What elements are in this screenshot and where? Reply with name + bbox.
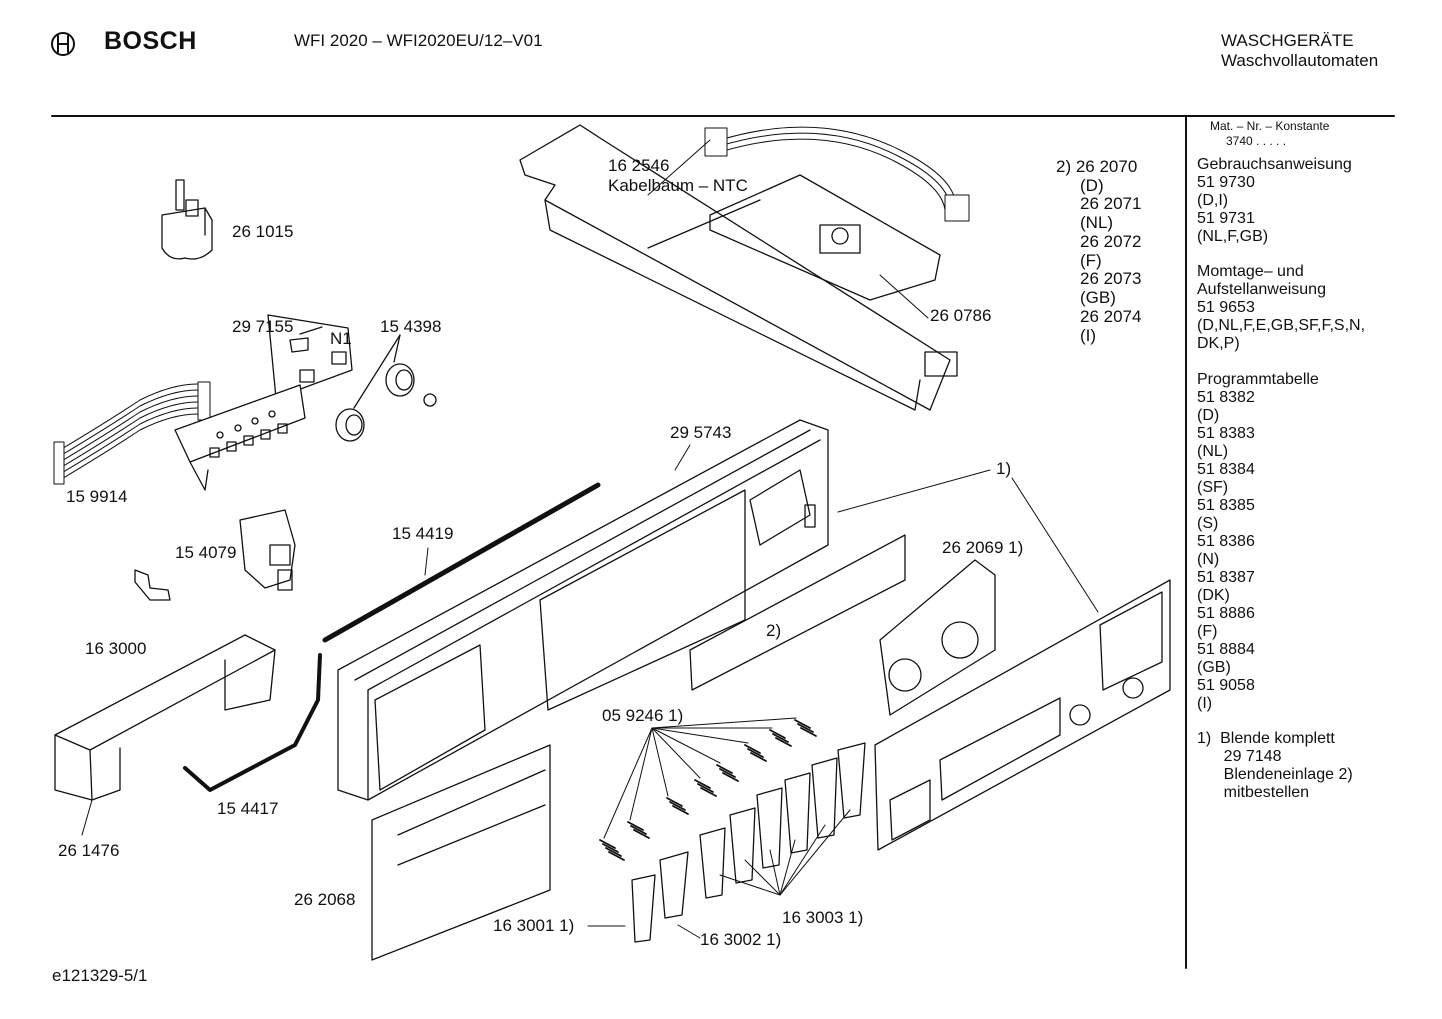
- part-154417-icon: [183, 653, 322, 792]
- footer-code: e121329-5/1: [52, 966, 148, 985]
- sidebar-line: (I): [1197, 695, 1213, 712]
- model-title: WFI 2020 – WFI2020EU/12–V01: [294, 31, 543, 50]
- part-262068-icon: [371, 744, 551, 961]
- bosch-logo-icon: [51, 32, 75, 56]
- part-154079-icon: [239, 509, 296, 591]
- sidebar-line: 51 8382: [1197, 389, 1255, 406]
- label-154417: 15 4417: [217, 799, 279, 818]
- sidebar-line: Blendeneinlage 2): [1197, 766, 1353, 783]
- sidebar-line: 51 8383: [1197, 425, 1255, 442]
- variant-item: 26 2071: [1080, 194, 1142, 213]
- label-162546: 16 2546: [608, 156, 670, 175]
- variant-item: (D): [1080, 176, 1104, 195]
- part-159914-icon: [53, 381, 211, 485]
- keys-leader-lines: [587, 809, 851, 939]
- sidebar-line: 51 8886: [1197, 605, 1255, 622]
- part-163000-icon: [134, 569, 171, 601]
- brand-name: BOSCH: [104, 27, 197, 55]
- part-front-cover-icon: [874, 579, 1171, 851]
- part-154419-icon: [322, 482, 601, 643]
- label-n1: N1: [330, 329, 352, 348]
- variant-item: (NL): [1080, 213, 1114, 232]
- variant-item: 26 2072: [1080, 232, 1142, 251]
- sidebar-line: Aufstellanweisung: [1197, 281, 1326, 298]
- part-297155-icon: [267, 314, 353, 399]
- sidebar-line: 51 9058: [1197, 677, 1255, 694]
- label-163001: 16 3001 1): [493, 916, 575, 935]
- sidebar-line: 51 8386: [1197, 533, 1255, 550]
- sidebar-line: (N): [1197, 551, 1220, 568]
- part-295743-icon: [337, 419, 829, 801]
- sidebar-line: (D,I): [1197, 192, 1229, 209]
- part-261476-icon: [54, 634, 276, 801]
- label-ref-2: 2): [766, 621, 782, 640]
- part-panel-insert-icon: [689, 534, 906, 691]
- label-261015: 26 1015: [232, 222, 294, 241]
- springs-leader-lines: [603, 717, 797, 839]
- sidebar-line: Momtage– und: [1197, 263, 1304, 280]
- label-154419: 15 4419: [392, 524, 454, 543]
- sidebar-line: 51 9731: [1197, 210, 1255, 227]
- variant-item: 26 2073: [1080, 269, 1142, 288]
- part-261015-icon: [161, 179, 213, 260]
- label-kabelbaum: Kabelbaum – NTC: [608, 176, 748, 195]
- label-295743: 29 5743: [670, 423, 732, 442]
- part-262069-icon: [879, 559, 996, 716]
- sidebar-line: 51 9653: [1197, 299, 1255, 316]
- label-154398: 15 4398: [380, 317, 442, 336]
- sidebar-line: (SF): [1197, 479, 1229, 496]
- label-262069: 26 2069 1): [942, 538, 1024, 557]
- label-297155: 29 7155: [232, 317, 294, 336]
- sidebar-line: (NL): [1197, 443, 1229, 460]
- label-163000: 16 3000: [85, 639, 147, 658]
- label-059246: 05 9246 1): [602, 706, 684, 725]
- sidebar-line: 1) Blende komplett: [1197, 730, 1335, 747]
- variant-item: 2) 26 2070: [1056, 157, 1138, 176]
- part-mounting-rail-icon: [519, 124, 958, 411]
- label-260786: 26 0786: [930, 306, 992, 325]
- label-163003: 16 3003 1): [782, 908, 864, 927]
- part-button-board-icon: [174, 384, 306, 491]
- label-262068: 26 2068: [294, 890, 356, 909]
- label-163002: 16 3002 1): [700, 930, 782, 949]
- sidebar-line: 51 8384: [1197, 461, 1255, 478]
- sidebar-line: 29 7148: [1197, 748, 1282, 765]
- sidebar-line: (DK): [1197, 587, 1230, 604]
- part-260786-icon: [709, 174, 941, 301]
- variant-item: (I): [1080, 326, 1097, 345]
- subcategory-title: Waschvollautomaten: [1221, 51, 1379, 70]
- sidebar-line: 51 8387: [1197, 569, 1255, 586]
- variant-item: (F): [1080, 251, 1102, 270]
- part-162546-icon: [704, 126, 970, 222]
- part-059246-springs-icon: [599, 719, 817, 861]
- sidebar-line: (S): [1197, 515, 1219, 532]
- sidebar-line: DK,P): [1197, 335, 1240, 352]
- mat-value: 3740 . . . . .: [1226, 134, 1287, 148]
- mat-header: Mat. – Nr. – Konstante: [1210, 119, 1330, 133]
- label-ref-1: 1): [996, 459, 1012, 478]
- part-keys-icon: [631, 742, 866, 943]
- part-154398-icon: [335, 334, 437, 442]
- label-159914: 15 9914: [66, 487, 128, 506]
- sidebar-line: mitbestellen: [1197, 784, 1310, 801]
- sidebar-line: (GB): [1197, 659, 1231, 676]
- label-154079: 15 4079: [175, 543, 237, 562]
- sidebar-line: 51 8385: [1197, 497, 1255, 514]
- variant-item: 26 2074: [1080, 307, 1142, 326]
- sidebar-line: (D,NL,F,E,GB,SF,F,S,N,: [1197, 317, 1366, 334]
- sidebar-line: (D): [1197, 407, 1220, 424]
- sidebar-line: Gebrauchsanweisung: [1197, 156, 1352, 173]
- category-title: WASCHGERÄTE: [1221, 31, 1354, 50]
- label-261476: 26 1476: [58, 841, 120, 860]
- sidebar-line: (F): [1197, 623, 1218, 640]
- variant-item: (GB): [1080, 288, 1116, 307]
- sidebar-line: Programmtabelle: [1197, 371, 1319, 388]
- sidebar-line: (NL,F,GB): [1197, 228, 1269, 245]
- sidebar-line: 51 8884: [1197, 641, 1255, 658]
- sidebar-line: 51 9730: [1197, 174, 1255, 191]
- leader-lines: [81, 139, 1099, 836]
